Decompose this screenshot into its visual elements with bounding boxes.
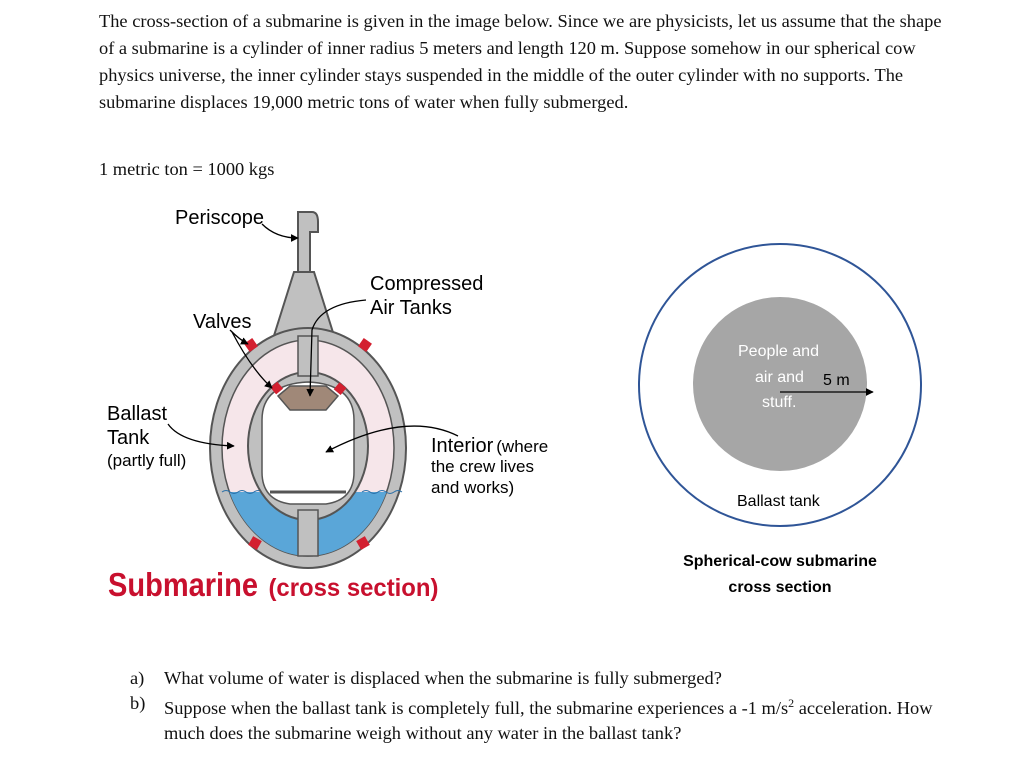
ballast-arrow: [167, 423, 235, 450]
valve-inner-right: [333, 382, 347, 396]
valves-arrow-2: [231, 331, 273, 389]
question-b-marker: b): [130, 693, 146, 713]
label-compressed: Compressed: [370, 273, 483, 295]
question-b-superscript: 2: [788, 696, 795, 710]
compressed-air-tank: [276, 385, 340, 411]
label-interior-where: (where: [496, 437, 548, 456]
tower-strut: [297, 335, 319, 377]
keel-strut: [297, 509, 319, 557]
question-a: a) What volume of water is displaced whe…: [130, 666, 960, 691]
question-a-marker: a): [130, 668, 145, 688]
submarine-title-sub: (cross section): [268, 574, 438, 602]
question-b-text-1: Suppose when the ballast tank is complet…: [164, 698, 789, 719]
radius-label: 5 m: [823, 372, 850, 389]
ballast-tank-label: Ballast tank: [737, 493, 821, 510]
compressed-air-arrow: [306, 299, 367, 397]
question-b: b) Suppose when the ballast tank is comp…: [130, 691, 960, 746]
label-crew-lives: the crew lives: [431, 457, 534, 476]
valve-bottom-left: [248, 536, 262, 550]
question-a-text: What volume of water is displaced when t…: [164, 668, 722, 688]
submarine-title-main: Submarine: [108, 566, 258, 603]
water-surface: [221, 490, 403, 494]
interior-arrow: [325, 425, 459, 453]
caption-line-2: cross section: [728, 579, 831, 596]
valve-bottom-right: [356, 536, 370, 550]
interior-space: [261, 381, 355, 505]
inner-label-2: air and: [755, 369, 804, 386]
valve-inner-left: [270, 381, 284, 395]
caption-line-1: Spherical-cow submarine: [683, 553, 877, 570]
label-valves: Valves: [193, 311, 252, 333]
label-tank: Tank: [107, 427, 150, 449]
label-interior-word: Interior: [431, 435, 494, 457]
valves-arrow-1: [229, 329, 249, 345]
label-partly-full: (partly full): [107, 451, 186, 470]
spherical-cow-diagram: People and air and stuff. 5 m Ballast ta…: [638, 243, 922, 596]
periscope-shape: [297, 211, 319, 275]
intro-paragraph: The cross-section of a submarine is give…: [99, 11, 942, 112]
label-air-tanks: Air Tanks: [370, 297, 452, 319]
submarine-diagram: Periscope Compressed Air Tanks Valves Ba…: [107, 207, 548, 603]
inner-label-1: People and: [738, 343, 819, 360]
label-interior: Interior(where: [431, 435, 548, 457]
question-b-text-2: acceleration. How much does the submarin…: [164, 698, 933, 744]
unit-conversion: 1 metric ton = 1000 kgs: [99, 159, 275, 179]
submarine-title: Submarine (cross section): [108, 566, 438, 603]
inner-cabin-circle: [693, 297, 867, 471]
questions-list: a) What volume of water is displaced whe…: [130, 666, 960, 746]
periscope-arrow: [261, 223, 299, 242]
valve-top-right: [358, 338, 372, 352]
label-and-works: and works): [431, 478, 514, 497]
label-periscope: Periscope: [175, 207, 264, 229]
inner-label-3: stuff.: [762, 394, 796, 411]
label-ballast: Ballast: [107, 403, 167, 425]
